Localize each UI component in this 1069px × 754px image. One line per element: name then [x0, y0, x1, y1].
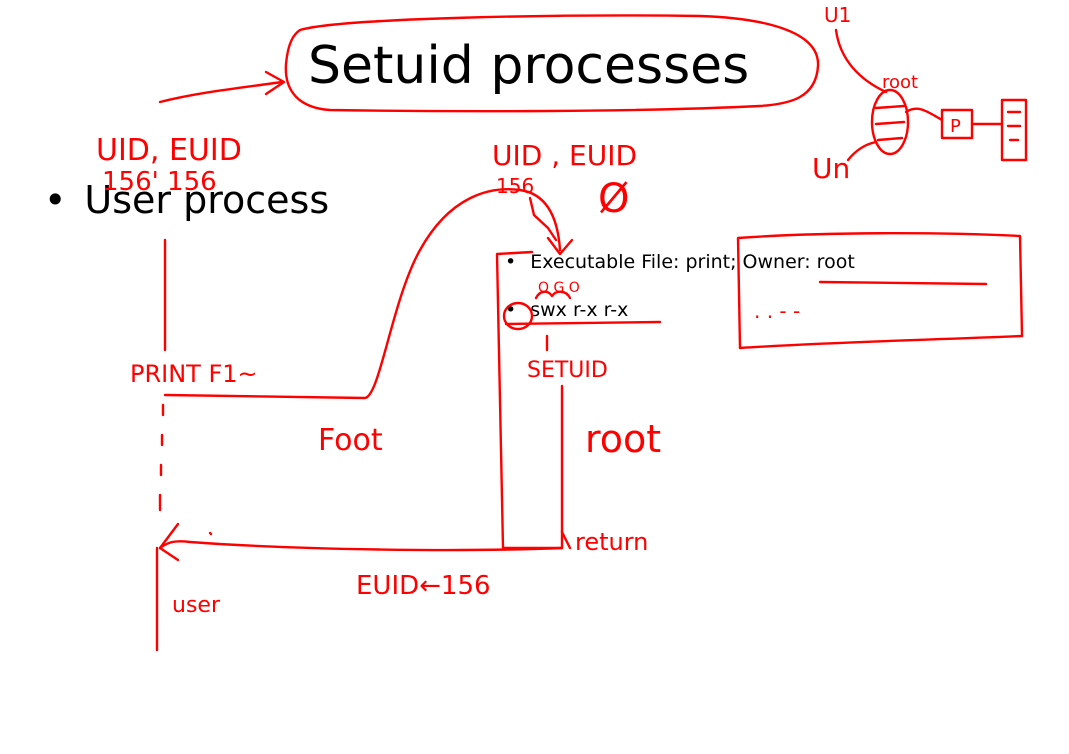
uid-brace: [528, 196, 558, 242]
u1-arrow: [834, 28, 888, 94]
diagram-process-line: [876, 136, 904, 142]
sub-bullet-text: swx r-x r-x: [530, 299, 629, 321]
perm-groups: O G O: [538, 280, 580, 296]
un-arrow: [846, 140, 878, 162]
perm-brace: [534, 290, 572, 300]
bullet-dot: •: [44, 178, 67, 222]
arrow-head: [264, 70, 286, 96]
euid-return-label: EUID←156: [356, 571, 491, 601]
return-path: [158, 540, 564, 552]
diagram-process-line: [874, 120, 906, 126]
diagram-process: [870, 88, 910, 156]
sub-bullet-executable: • Executable File: print; Owner: root: [505, 251, 855, 273]
euid-mid-value: Ø: [598, 176, 629, 222]
diagram-p: P: [950, 116, 961, 137]
uid-euid-left-label: UID, EUID: [96, 133, 242, 168]
user-label: user: [172, 593, 221, 618]
slide-title: Setuid processes: [308, 36, 750, 96]
uid-mid-value: 156: [496, 174, 534, 198]
swx-underline: [504, 320, 662, 326]
diagram-u1: U1: [824, 3, 851, 27]
setuid-label: SETUID: [527, 358, 608, 383]
diagram-un: Un: [812, 152, 850, 185]
file-dots: . . - -: [754, 299, 800, 323]
return-arrow-head: [158, 522, 180, 562]
sub-bullet-permissions: • swx r-x r-x: [505, 299, 628, 321]
diagram-file: [1000, 98, 1028, 162]
diagram-root: root: [882, 72, 918, 93]
bullet-text: User process: [84, 178, 330, 222]
sub-bullet-text: Executable File: print; Owner: root: [530, 251, 855, 273]
diagram-process-line: [874, 104, 906, 110]
bullet-dot: •: [505, 251, 517, 273]
print-label: PRINT F1~: [130, 360, 258, 388]
executable-box: [495, 250, 564, 550]
diagram-p-box: [940, 108, 974, 140]
arrow-to-title: [158, 80, 284, 104]
bullet-user-process: • User process: [44, 178, 329, 222]
return-line: [560, 530, 572, 550]
ink-dot: [208, 531, 213, 536]
owner-underline: [818, 280, 988, 286]
diagram-arrow-to-p: [904, 107, 944, 122]
return-label: return: [575, 528, 648, 556]
bullet-dot: •: [505, 299, 517, 321]
uid-euid-mid-label: UID , EUID: [492, 139, 637, 172]
root-left-label: Foot: [318, 423, 383, 458]
root-right-label: root: [585, 417, 661, 461]
